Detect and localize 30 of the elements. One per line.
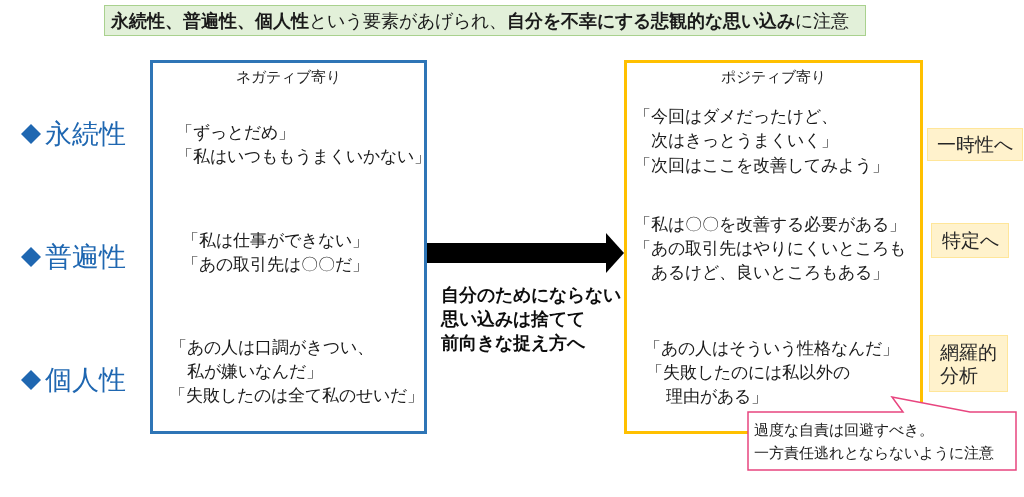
quote-text: 「失敗したのは全て私のせいだ」 <box>169 385 424 406</box>
tag-label: 一時性へ <box>937 133 1013 156</box>
callout-text: 一方責任逃れとならないように注意 <box>754 443 994 463</box>
tag-label: 網羅的分析 <box>940 340 997 387</box>
title-text: 永続性、普遍性、個人性という要素があげられ、自分を不幸にする悲観的な思い込みに注意 <box>111 9 849 33</box>
category-label: 永続性 <box>45 118 126 151</box>
quote-text: 「あの人はそういう性格なんだ」 <box>644 338 899 359</box>
block-arrow <box>427 233 624 273</box>
tag-label: 特定へ <box>941 229 999 252</box>
callout-bubble <box>747 396 1017 471</box>
panel-heading: ネガティブ寄り <box>235 67 342 87</box>
quote-text: 「あの人は口調がきつい、私が嫌いなんだ」 <box>170 337 374 382</box>
quote-text: 「私はいつももうまくいかない」 <box>176 146 431 167</box>
note-tag <box>931 223 1009 258</box>
note-tag <box>929 335 1008 392</box>
quote-text: 「あの取引先は〇〇だ」 <box>182 254 369 275</box>
category-label: 普遍性 <box>45 241 126 274</box>
quote-text: 「あの取引先はやりにくいところもあるけど、良いところもある」 <box>634 238 906 283</box>
callout-text: 過度な自責は回避すべき。 <box>754 420 934 440</box>
quote-text: 「私は〇〇を改善する必要がある」 <box>634 214 906 235</box>
outlined-panel <box>150 60 427 434</box>
edge-label: 自分のためにならない思い込みは捨てて前向きな捉え方へ <box>441 284 621 355</box>
quote-text: 「次回はここを改善してみよう」 <box>634 155 889 176</box>
quote-text: 「ずっとだめ」 <box>176 122 295 144</box>
quote-text: 「私は仕事ができない」 <box>182 230 369 251</box>
note-tag <box>927 128 1023 161</box>
category-label: 個人性 <box>45 364 126 397</box>
quote-text: 「今回はダメだったけど、次はきっとうまくいく」 <box>634 106 838 151</box>
quote-text: 「失敗したのには私以外の理由がある」 <box>646 362 850 407</box>
panel-heading: ポジティブ寄り <box>720 67 827 87</box>
